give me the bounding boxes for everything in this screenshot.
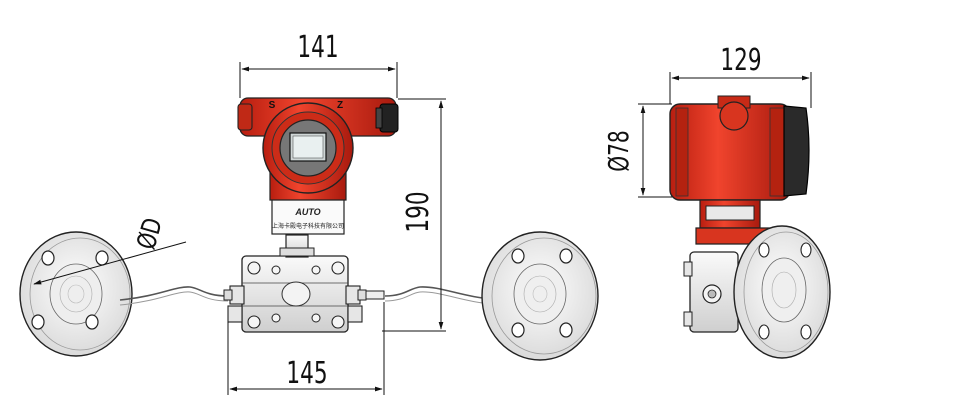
transmitter-front-view: AUTO 上海卡殿电子科技有限公司 S Z bbox=[223, 97, 399, 333]
dim-flange-diameter: ØD bbox=[131, 215, 169, 253]
transmitter-side-view bbox=[669, 95, 831, 359]
nameplate-logo: AUTO bbox=[294, 207, 320, 217]
right-flange bbox=[481, 231, 599, 361]
dim-flange-span: 145 bbox=[286, 356, 327, 390]
bolt-hole-icon bbox=[85, 314, 99, 330]
dim-housing-diameter: Ø78 bbox=[601, 130, 634, 171]
bolt-hole-icon bbox=[800, 242, 812, 258]
bolt-hole-icon bbox=[758, 324, 770, 340]
nameplate-text: 上海卡殿电子科技有限公司 bbox=[272, 222, 344, 230]
dim-transmitter-width: 141 bbox=[297, 30, 338, 64]
cable-gland-icon bbox=[379, 103, 399, 133]
dim-transmitter-height: 190 bbox=[401, 191, 435, 232]
bolt-hole-icon bbox=[41, 250, 55, 266]
bolt-hole-icon bbox=[511, 248, 525, 264]
terminal-mark-left: S bbox=[269, 100, 276, 111]
bolt-hole-icon bbox=[758, 242, 770, 258]
bolt-hole-icon bbox=[511, 322, 525, 338]
left-flange bbox=[19, 231, 133, 357]
terminal-mark-right: Z bbox=[337, 100, 343, 111]
bolt-hole-icon bbox=[800, 324, 812, 340]
bolt-hole-icon bbox=[559, 322, 573, 338]
dim-side-depth: 129 bbox=[720, 43, 761, 77]
bolt-hole-icon bbox=[95, 250, 109, 266]
bolt-hole-icon bbox=[559, 248, 573, 264]
dimension-lines bbox=[33, 62, 812, 395]
bolt-hole-icon bbox=[31, 314, 45, 330]
capillary-lines bbox=[119, 286, 491, 306]
